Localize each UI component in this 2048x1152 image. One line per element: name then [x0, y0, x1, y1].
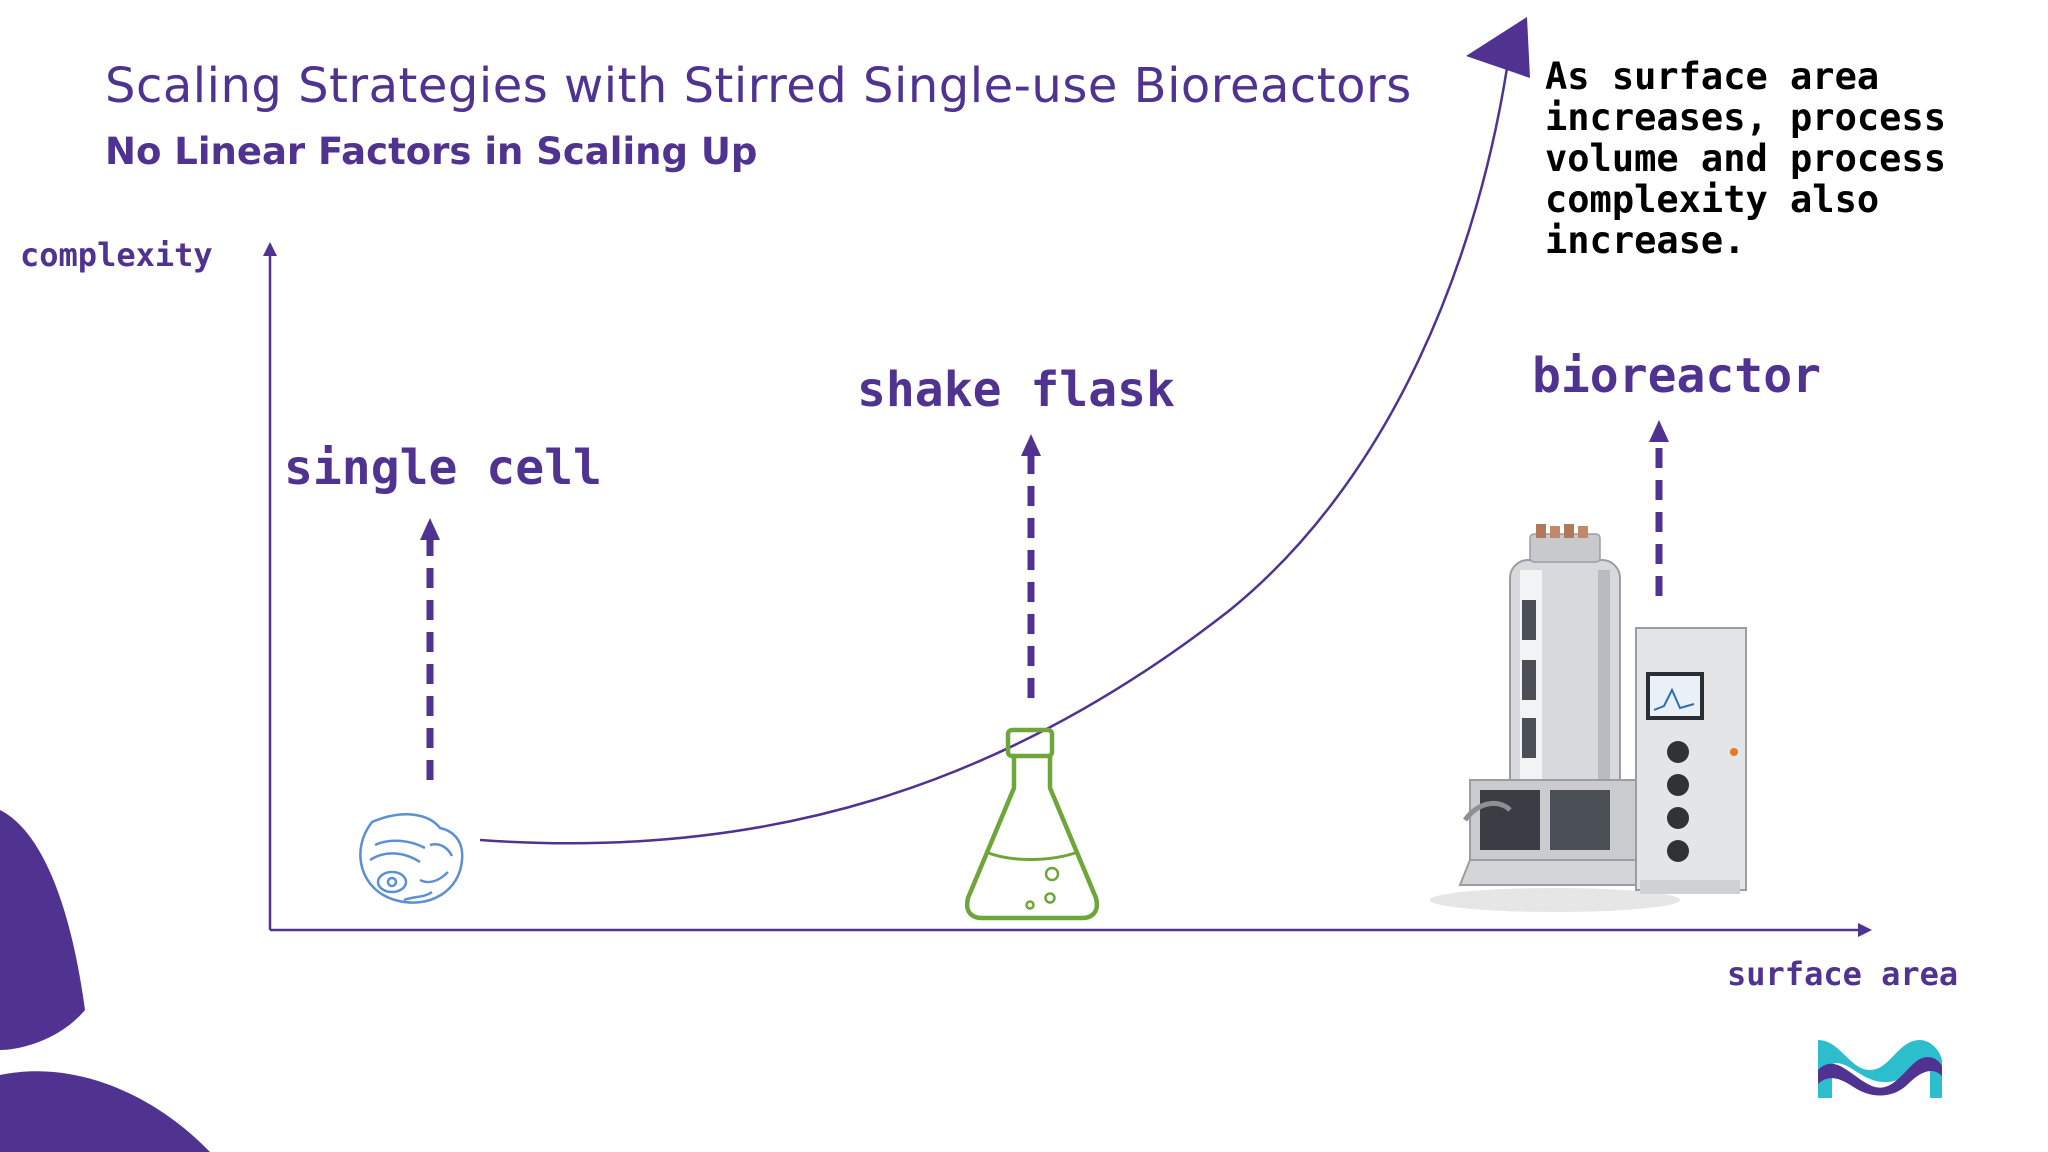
cell-dashed-arrowhead: [420, 518, 440, 540]
x-axis-arrowhead: [1858, 923, 1872, 937]
stage-label-bioreactor: bioreactor: [1532, 348, 1821, 404]
decor-blob: [0, 810, 85, 1050]
stage-label-shake-flask: shake flask: [857, 362, 1175, 418]
flask-dashed-arrowhead: [1021, 434, 1041, 456]
growth-curve-arrowhead: [1466, 17, 1530, 78]
x-axis-label: surface area: [1727, 955, 1959, 993]
y-axis-label: complexity: [20, 236, 213, 274]
flask-icon: [964, 727, 1100, 921]
y-axis-arrowhead: [263, 242, 277, 256]
bioreactor-image: [1430, 524, 1747, 912]
bioreactor-dashed-arrowhead: [1649, 420, 1669, 442]
stage-label-single-cell: single cell: [284, 440, 602, 496]
scaling-note: As surface area increases, process volum…: [1545, 55, 1946, 262]
brand-logo: [1818, 1040, 1942, 1098]
growth-curve: [479, 47, 1512, 845]
slide-subtitle: No Linear Factors in Scaling Up: [105, 130, 758, 173]
decor-blob-lower: [0, 1071, 210, 1152]
cell-icon: [359, 813, 464, 904]
slide-title: Scaling Strategies with Stirred Single-u…: [105, 58, 1412, 114]
